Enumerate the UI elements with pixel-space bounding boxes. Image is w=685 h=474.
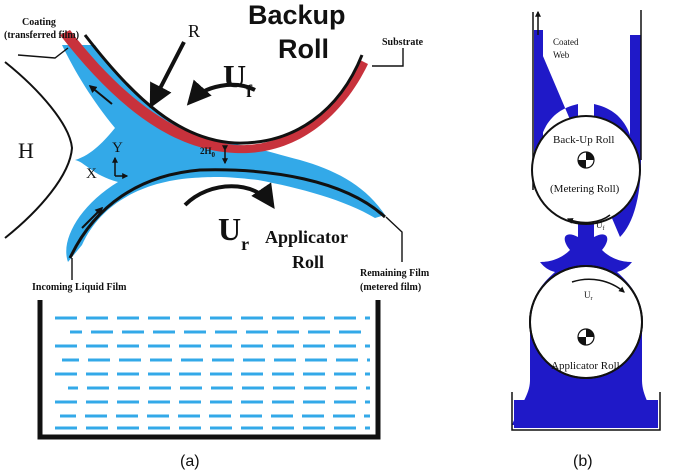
backup-roll-title-1: Backup [248, 0, 346, 30]
x-axis-label: X [86, 166, 97, 182]
applicator-roll-circle-outline [529, 265, 643, 379]
panel-a: Backup Roll Coating (transferred film) R… [4, 0, 430, 470]
caption-b: (b) [573, 453, 593, 470]
coated-web-label-1: Coated [553, 37, 579, 47]
backup-roll-title-2: Roll [278, 34, 329, 64]
y-axis-label: Y [112, 140, 123, 156]
ur-rotation-arrow [183, 182, 275, 209]
coated-web-label-2: Web [553, 50, 570, 60]
uf-rotation-arrow [186, 79, 256, 106]
applicator-roll-title-1: Applicator [265, 227, 348, 247]
panel-b-ur-arrow [571, 278, 625, 293]
incoming-film-label: Incoming Liquid Film [32, 282, 127, 293]
caption-a: (a) [180, 453, 200, 470]
coating-label-1: Coating [22, 17, 56, 28]
metering-roll-label: (Metering Roll) [550, 183, 620, 195]
radius-arrow [149, 41, 186, 109]
panel-b-bath-liquid [514, 400, 658, 428]
panel-b-bath-tray [511, 392, 661, 431]
panel-b: Coated Web Back-Up Roll (Metering Roll) … [511, 10, 661, 470]
remaining-leader-line [385, 216, 403, 262]
applicator-roll-title-2: Roll [292, 252, 324, 272]
backup-roll-center-marker [577, 151, 595, 169]
panel-b-uf-arrow [566, 214, 611, 224]
applicator-roll-center-marker [577, 328, 595, 346]
substrate-band [60, 30, 368, 154]
bath-liquid-dashes [55, 316, 370, 430]
incoming-flow-arrow [81, 206, 104, 229]
remaining-film-label-1: Remaining Film [360, 268, 430, 279]
gap-label: 2H0 [200, 146, 216, 159]
radius-label: R [188, 21, 200, 41]
coating-flow-arrow [88, 84, 113, 105]
substrate-leader-line [372, 48, 404, 67]
coating-label-2: (transferred film) [4, 30, 79, 41]
applicator-roll-label: Applicator Roll [551, 360, 620, 372]
coating-leader-line [17, 47, 69, 59]
substrate-label: Substrate [382, 37, 424, 48]
backup-roll-label: Back-Up Roll [553, 134, 614, 146]
coating-bath [37, 300, 381, 440]
backup-roll-circle [531, 115, 641, 225]
panel-b-ur-label: Ur [584, 290, 593, 302]
ur-label: Ur [218, 211, 249, 254]
coated-web-film [534, 30, 543, 180]
meniscus-h-label: H [18, 138, 34, 163]
remaining-film-label-2: (metered film) [360, 282, 421, 293]
meniscus-curve [4, 61, 74, 239]
uf-label: Uf [223, 58, 253, 101]
applicator-roll-circle-cover [531, 267, 641, 377]
backup-roll-outline [83, 34, 364, 145]
panel-b-uf-label: Uf [596, 220, 605, 232]
